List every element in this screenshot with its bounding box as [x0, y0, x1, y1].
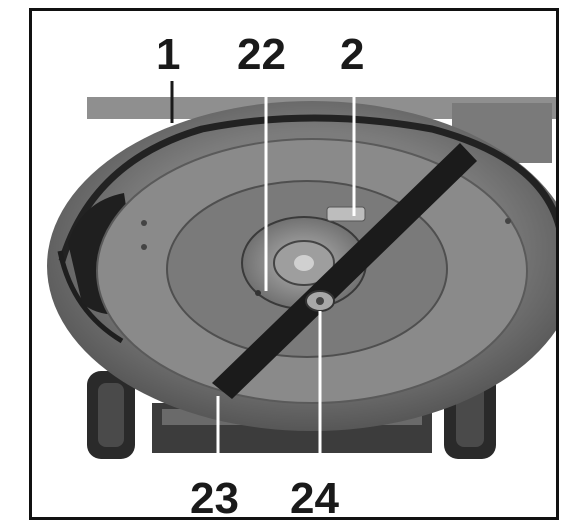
- figure-frame: 1 22 2 23 24: [29, 8, 559, 520]
- callout-2: 2: [340, 30, 365, 79]
- callout-24: 24: [290, 474, 339, 520]
- rear-left-wheel: [87, 371, 135, 459]
- callout-1: 1: [156, 30, 181, 79]
- mower-blade: [212, 143, 477, 399]
- callout-23: 23: [190, 474, 239, 520]
- callout-22: 22: [237, 30, 286, 79]
- mower-underside-photo: [32, 11, 556, 517]
